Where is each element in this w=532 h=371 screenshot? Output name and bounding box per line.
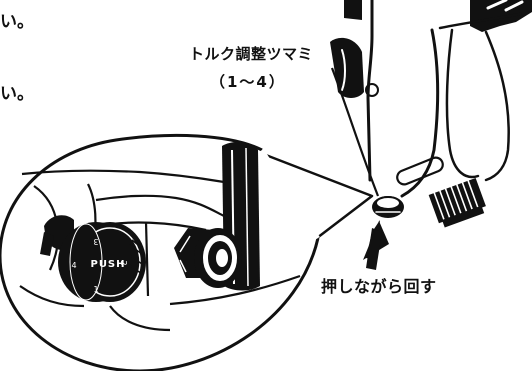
dial-mark-4: 4 (71, 261, 76, 270)
dial-mark-2: 2 (119, 260, 128, 265)
magnified-inset: PUSH 3 4 2 1 (0, 133, 374, 371)
torque-knob-small (372, 196, 404, 218)
text-fragment-middle: い。 (0, 84, 34, 104)
torque-dial-range: （1～4） (210, 73, 286, 91)
dial-mark-1: 1 (93, 285, 98, 294)
dial-push-text: PUSH (90, 259, 125, 270)
push-and-turn-instruction: 押しながら回す (321, 277, 437, 296)
hex-connector (174, 228, 242, 288)
dial-mark-3: 3 (93, 237, 98, 246)
threaded-collar (428, 177, 486, 228)
top-grip-right (470, 0, 532, 32)
torque-dial-magnified: PUSH 3 4 2 1 (58, 222, 146, 302)
arrow-up-left-icon (363, 220, 389, 270)
tool-body-illustration (330, 0, 532, 228)
upper-black-knob (330, 37, 364, 98)
torque-dial-label: トルク調整ツマミ (189, 45, 314, 63)
leader-line (330, 67, 380, 197)
top-grip-left (344, 0, 362, 20)
text-fragment-top: い。 (0, 12, 34, 32)
